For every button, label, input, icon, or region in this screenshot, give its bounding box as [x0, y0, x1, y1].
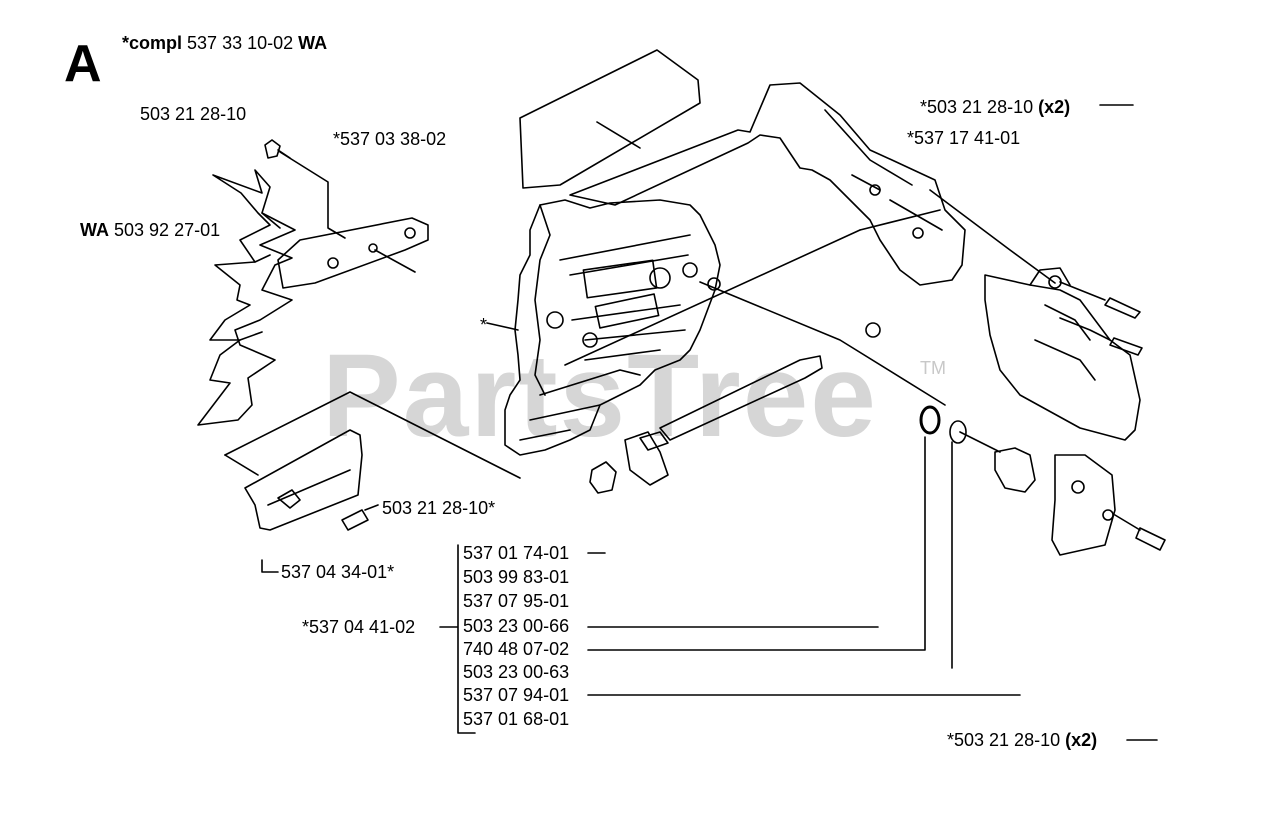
parts-list-item: 503 23 00-66: [463, 616, 570, 636]
plate-hole-2: [368, 243, 378, 253]
watermark-trademark: TM: [920, 358, 946, 378]
label-chain-brake-handle: *537 17 41-01: [907, 128, 1021, 148]
label-guide-plate: 537 04 34-01*: [281, 562, 395, 582]
bumper-spike: [197, 169, 296, 426]
chain-brake-handle: [569, 82, 966, 286]
bumper-spike-prefix: WA: [80, 220, 109, 240]
bumper-spike-number: 503 92 27-01: [114, 220, 221, 240]
screw-cover: [1114, 514, 1166, 551]
parts-list-item: 537 01 68-01: [463, 709, 570, 729]
clutch-cover: [504, 199, 721, 456]
label-screw-top-right: *503 21 28-10 (x2): [920, 96, 1070, 118]
bushing: [994, 447, 1036, 493]
parts-list-item: 537 07 94-01: [463, 685, 570, 705]
parts-list-item: 503 23 00-63: [463, 662, 570, 682]
screw-top-right-qty: (x2): [1038, 97, 1071, 117]
screw-top-right-number: *503 21 28-10: [920, 97, 1034, 117]
parts-list-item: 537 07 95-01: [463, 591, 570, 611]
screw-right-1: [1104, 297, 1141, 319]
cover-plate: [1051, 454, 1116, 556]
screw-bottom-right-number: *503 21 28-10: [947, 730, 1061, 750]
label-screw-mid: 503 21 28-10*: [382, 498, 496, 518]
watermark-text: PartsTree: [322, 330, 878, 462]
label-bumper-spike: WA 503 92 27-01: [80, 219, 220, 241]
parts-list-item: 503 99 83-01: [463, 567, 570, 587]
guide-plate: [244, 429, 363, 531]
parts-list-item: 740 48 07-02: [463, 639, 570, 659]
pin: [624, 431, 669, 486]
washer: [949, 420, 967, 444]
decal: [519, 49, 701, 189]
label-screw-bottom-right: *503 21 28-10 (x2): [947, 729, 1097, 751]
compl-label: *compl 537 33 10-02 WA: [122, 32, 327, 54]
label-plate: *537 03 38-02: [333, 129, 447, 149]
section-letter: A: [64, 35, 102, 93]
plate-hole-3: [404, 227, 416, 239]
plate-hole-1: [327, 257, 339, 269]
compl-number: 537 33 10-02: [187, 33, 294, 53]
label-screw-top-left: 503 21 28-10: [140, 104, 247, 124]
bumper-spike-inner: [239, 212, 281, 341]
compl-prefix: *compl: [122, 33, 183, 53]
parts-list-item: 537 01 74-01: [463, 543, 570, 563]
shaft: [659, 355, 823, 441]
mounting-plate: [277, 217, 429, 289]
brake-lever: [984, 274, 1141, 441]
label-housing-asterisk: *: [480, 315, 488, 335]
screw-bottom-right-qty: (x2): [1065, 730, 1098, 750]
o-ring: [919, 405, 941, 435]
screw-right-2: [1109, 337, 1143, 356]
nut: [589, 461, 617, 494]
label-kit-group: *537 04 41-02: [302, 617, 416, 637]
compl-suffix: WA: [298, 33, 328, 53]
screw-mid: [341, 509, 369, 531]
